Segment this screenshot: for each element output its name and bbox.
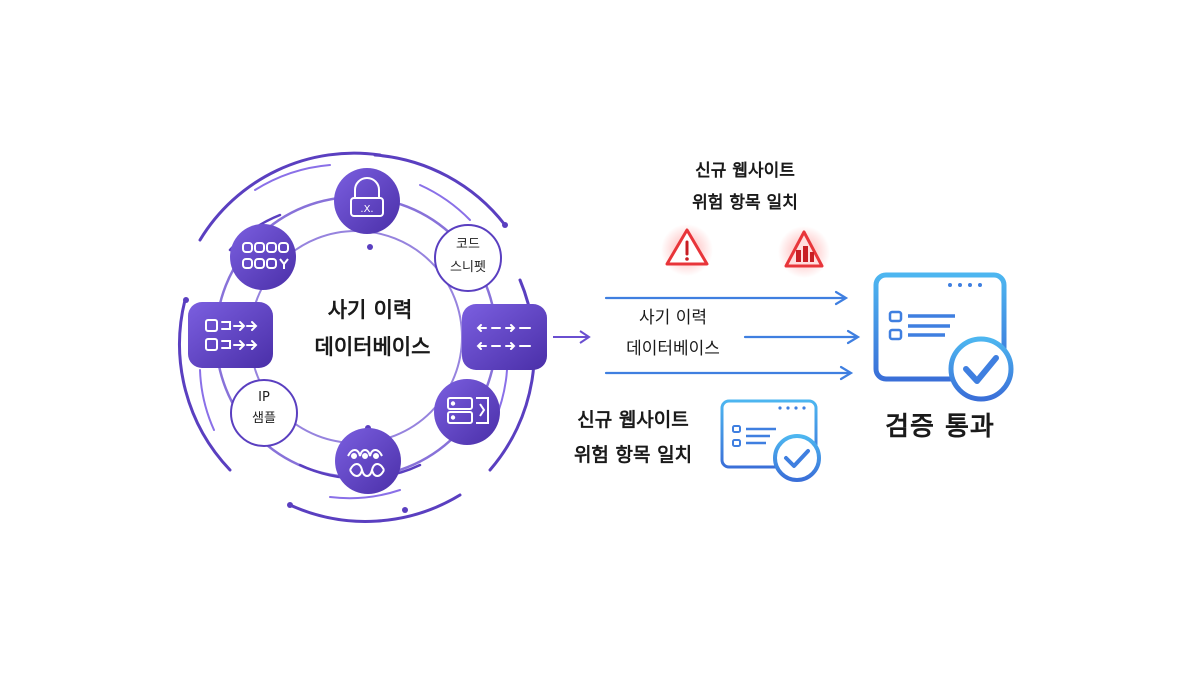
flow-arrows-icon: [205, 319, 258, 351]
match-label-line2: 위험 항목 일치: [573, 444, 693, 466]
db-label-line2: 데이터베이스: [626, 339, 720, 359]
list-node: [462, 304, 547, 370]
bug-network-icon: [347, 449, 385, 477]
bug-node: [335, 428, 401, 494]
window-check-icon: [873, 272, 1014, 402]
code-snippet-label-line1: 코드: [456, 237, 480, 252]
result-label: 검증 통과: [885, 412, 995, 442]
ip-sample-label-line2: 샘플: [252, 411, 276, 426]
lock-node: .X.: [334, 168, 400, 234]
code-snippet-node: [434, 224, 502, 292]
server-icon: [447, 397, 489, 424]
list-arrows-icon: [476, 324, 531, 350]
ip-sample-node: [230, 379, 298, 447]
lock-icon: .X.: [350, 177, 384, 217]
flow-node: [188, 302, 273, 368]
chain-links-icon: [242, 242, 289, 269]
svg-text:.X.: .X.: [360, 204, 373, 215]
warning-label-line2: 위험 항목 일치: [692, 193, 798, 213]
alert-building-icon: [778, 226, 830, 278]
warning-label-line1: 신규 웹사이트: [695, 161, 795, 181]
blue-arrows: [604, 290, 861, 381]
code-snippet-label-line2: 스니펫: [450, 260, 486, 275]
hub-title-line1: 사기 이력: [327, 298, 413, 322]
chain-node: [230, 224, 296, 290]
ip-sample-label-line1: IP: [258, 390, 270, 405]
small-window-check-icon: [720, 399, 821, 482]
db-label-line1: 사기 이력: [639, 308, 707, 328]
hub-title-line2: 데이터베이스: [314, 335, 431, 359]
server-node: [434, 379, 500, 445]
warning-triangle-icon: [661, 224, 713, 276]
hub-arrow: [553, 330, 591, 344]
match-label-line1: 신규 웹사이트: [577, 409, 689, 431]
